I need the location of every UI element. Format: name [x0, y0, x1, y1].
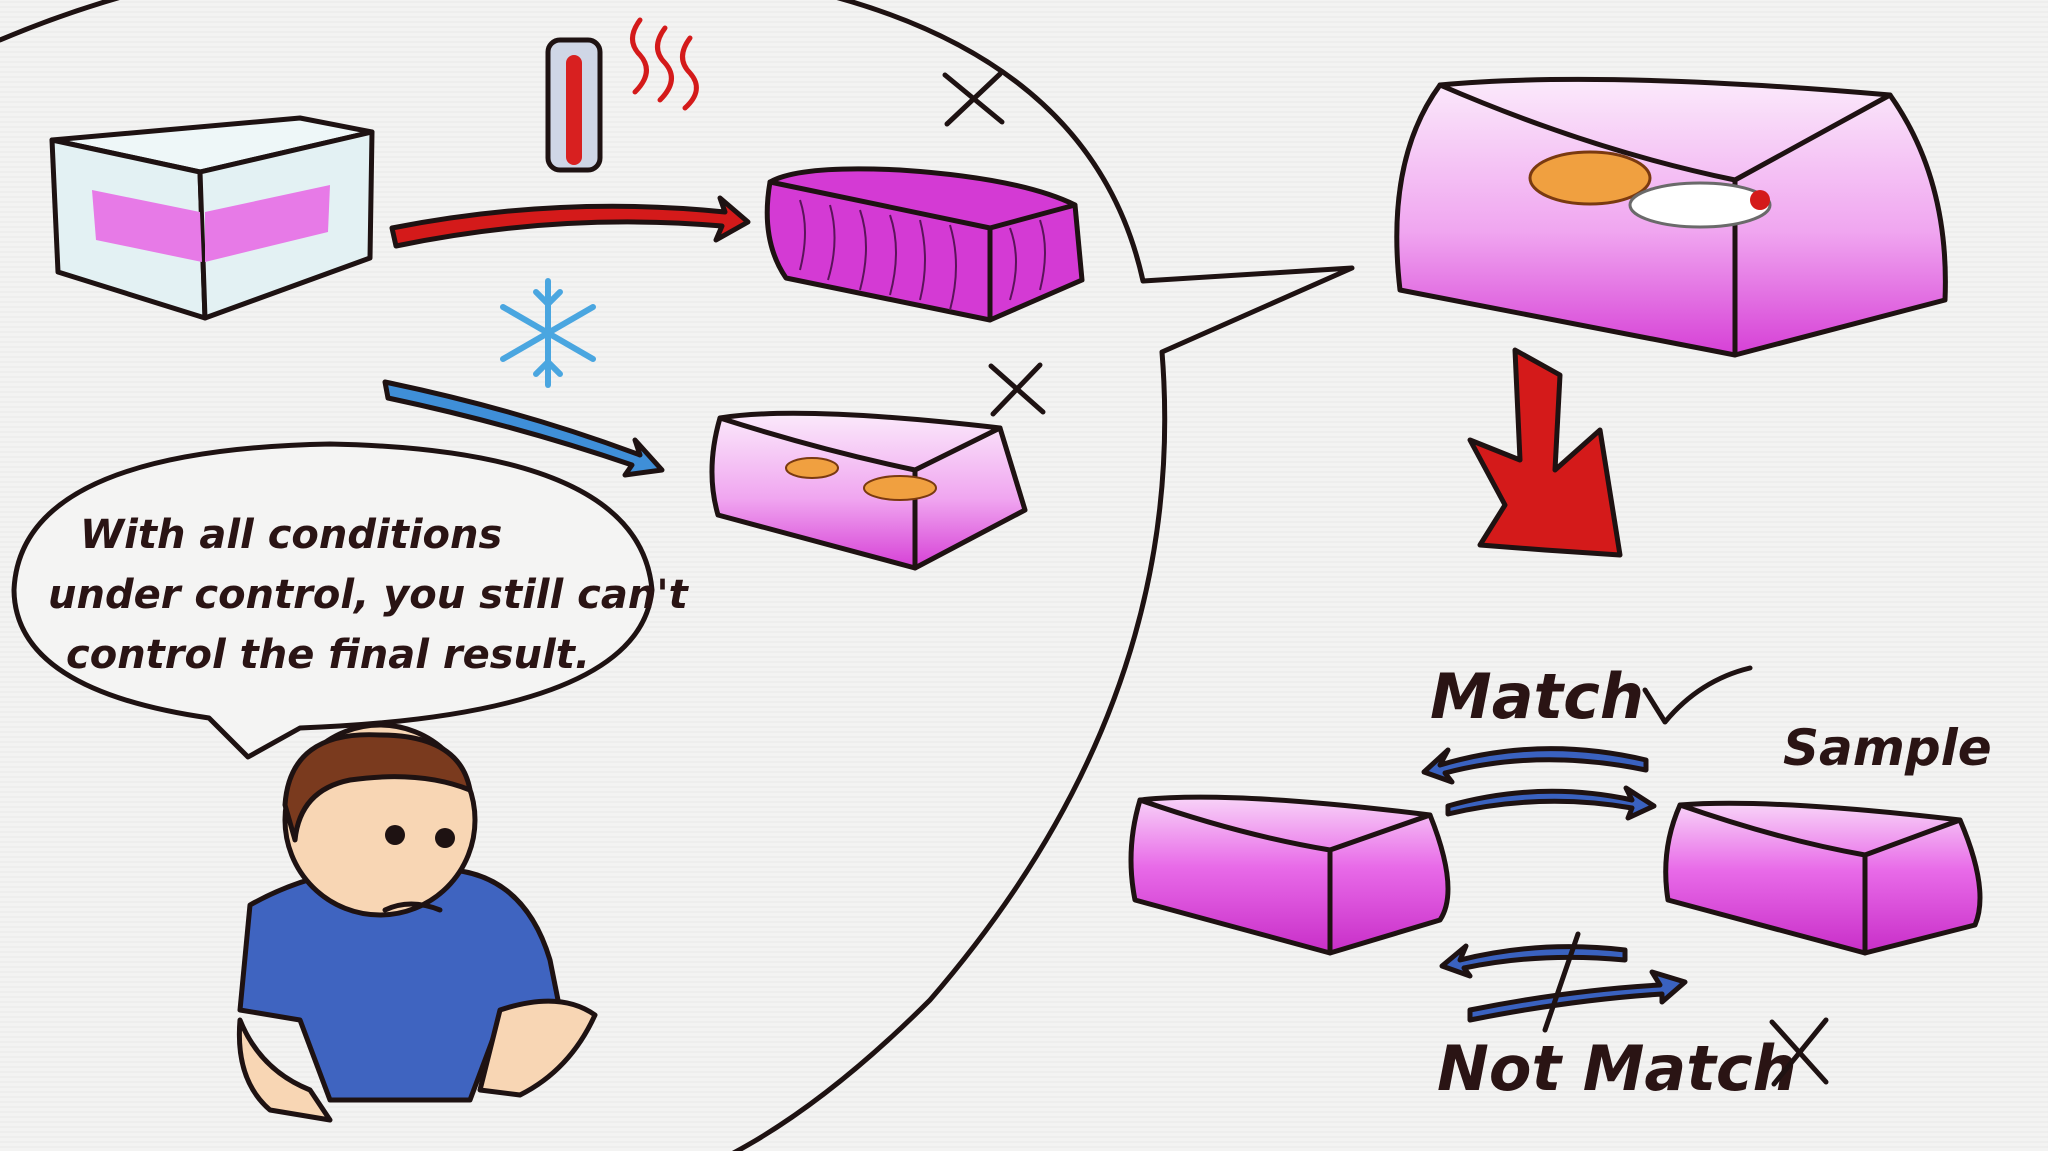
match-arrows — [1421, 746, 1657, 821]
sample-label: Sample — [1783, 719, 1992, 777]
gel-box-left — [1128, 794, 1451, 956]
blue-arrow — [382, 379, 665, 478]
check-icon — [1642, 665, 1753, 725]
cross-icon — [942, 71, 1005, 127]
large-speech-bubble — [0, 0, 1355, 1151]
speech-line-2: under control, you still can't — [48, 572, 690, 618]
thermometer-icon — [545, 37, 603, 173]
heat-waves-icon — [630, 17, 699, 111]
not-match-label: Not Match — [1437, 1032, 1797, 1105]
red-down-arrow — [1467, 347, 1623, 558]
cross-icon — [988, 362, 1046, 417]
gel-box-with-fish — [709, 410, 1028, 571]
shrugging-man — [236, 722, 598, 1123]
gel-box-right-sample — [1663, 800, 1983, 956]
snowflake-icon — [500, 278, 596, 388]
match-label: Match — [1430, 660, 1644, 733]
speech-line-1: With all conditions — [80, 512, 502, 558]
cross-icon — [1769, 1017, 1829, 1087]
wrinkled-gel-box — [764, 166, 1085, 323]
not-match-arrows — [1439, 931, 1688, 1033]
speech-bubble: With all conditions under control, you s… — [11, 441, 690, 760]
gel-box-with-fish-large — [1394, 76, 1948, 358]
red-arrow — [389, 195, 751, 249]
speech-line-3: control the final result. — [66, 632, 590, 678]
styrofoam-box — [49, 115, 375, 321]
